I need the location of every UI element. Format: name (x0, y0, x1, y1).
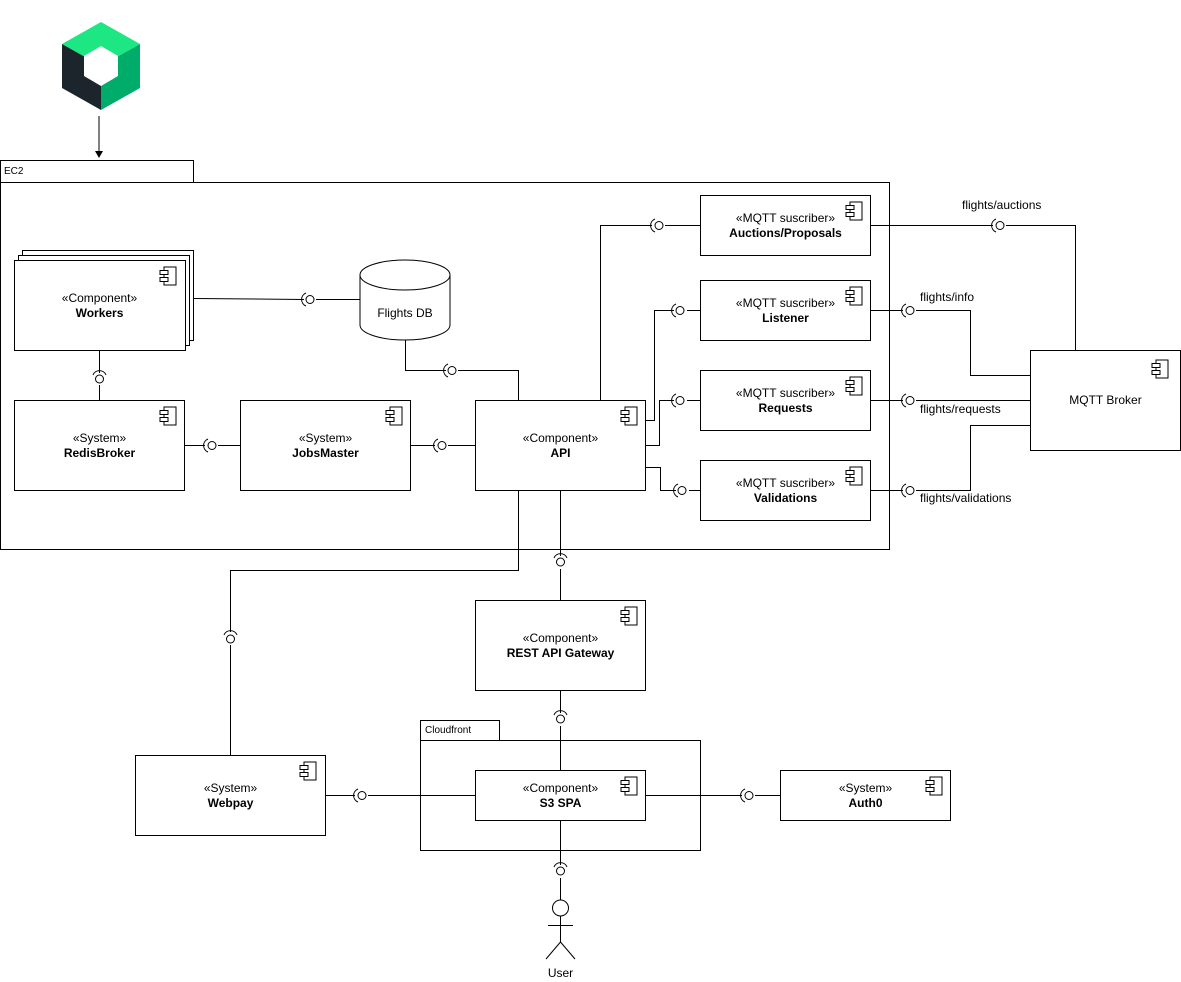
gateway-name: REST API Gateway (507, 646, 615, 660)
listener-component[interactable]: «MQTT suscriber» Listener (700, 280, 871, 341)
logo-to-ec2-arrow (95, 116, 103, 158)
jobs-master-name: JobsMaster (292, 446, 359, 460)
topic-validations-label: flights/validations (920, 491, 1011, 505)
jobs-master-stereotype: «System» (299, 431, 353, 445)
ec2-label: EC2 (4, 166, 24, 177)
socket-gateway-spa (553, 710, 568, 724)
flights-db-cylinder[interactable]: Flights DB (359, 259, 451, 341)
socket-requests-mqtt (901, 393, 915, 408)
topic-info-label: flights/info (920, 290, 974, 304)
socket-db-api (443, 363, 457, 378)
s3-spa-name: S3 SPA (540, 796, 582, 810)
socket-spa-auth0 (740, 788, 754, 803)
auth0-name: Auth0 (849, 796, 883, 810)
workers-name: Workers (76, 306, 124, 320)
topic-auctions-label: flights/auctions (962, 198, 1041, 212)
webpay-name: Webpay (208, 796, 254, 810)
auth0-component[interactable]: «System» Auth0 (780, 770, 951, 821)
mqtt-broker-name: MQTT Broker (1069, 393, 1141, 407)
validations-component[interactable]: «MQTT suscriber» Validations (700, 460, 871, 521)
validations-stereotype: «MQTT suscriber» (736, 476, 835, 490)
validations-name: Validations (754, 491, 818, 505)
s3-spa-stereotype: «Component» (523, 781, 599, 795)
requests-name: Requests (758, 401, 812, 415)
redis-broker-name: RedisBroker (64, 446, 136, 460)
api-component[interactable]: «Component» API (475, 400, 646, 491)
interface-sockets (92, 218, 1005, 876)
socket-api-gateway (553, 553, 568, 567)
listener-stereotype: «MQTT suscriber» (736, 296, 835, 310)
user-label: User (548, 966, 573, 980)
topic-requests-label: flights/requests (920, 402, 1001, 416)
socket-jobs-api (433, 438, 447, 453)
socket-api-validations (673, 483, 687, 498)
socket-api-listener (671, 303, 685, 318)
redis-broker-component[interactable]: «System» RedisBroker (14, 400, 185, 491)
gateway-stereotype: «Component» (523, 631, 599, 645)
socket-webpay-spa (353, 788, 367, 803)
connectors (99, 225, 1076, 900)
socket-redis-jobs (203, 438, 217, 453)
workers-component[interactable]: «Component» Workers (14, 250, 194, 351)
socket-listener-mqtt (901, 303, 915, 318)
socket-workers-redis (92, 370, 107, 384)
api-stereotype: «Component» (523, 431, 599, 445)
flights-db-label: Flights DB (377, 306, 432, 320)
socket-spa-user (553, 862, 568, 876)
auth0-stereotype: «System» (839, 781, 893, 795)
rest-api-gateway-component[interactable]: «Component» REST API Gateway (475, 600, 646, 691)
actor-head-icon (552, 899, 569, 917)
requests-stereotype: «MQTT suscriber» (736, 386, 835, 400)
socket-workers-db (301, 292, 315, 307)
socket-validations-mqtt (901, 483, 915, 498)
api-name: API (550, 446, 570, 460)
socket-api-auctions (650, 218, 664, 233)
webpay-stereotype: «System» (204, 781, 258, 795)
new-relic-logo-icon (62, 22, 140, 110)
s3-spa-component[interactable]: «Component» S3 SPA (475, 770, 646, 821)
jobs-master-component[interactable]: «System» JobsMaster (240, 400, 411, 491)
auctions-stereotype: «MQTT suscriber» (736, 211, 835, 225)
requests-component[interactable]: «MQTT suscriber» Requests (700, 370, 871, 431)
user-actor[interactable]: User (545, 899, 576, 980)
webpay-component[interactable]: «System» Webpay (135, 755, 326, 836)
auctions-name: Auctions/Proposals (729, 226, 842, 240)
workers-stereotype: «Component» (62, 291, 138, 305)
cloudfront-package[interactable]: Cloudfront (420, 720, 701, 851)
socket-api-webpay (223, 630, 238, 644)
mqtt-broker-component[interactable]: MQTT Broker (1030, 350, 1181, 451)
auctions-proposals-component[interactable]: «MQTT suscriber» Auctions/Proposals (700, 195, 871, 256)
cloudfront-label: Cloudfront (425, 725, 471, 736)
socket-api-requests (671, 393, 685, 408)
redis-broker-stereotype: «System» (73, 431, 127, 445)
listener-name: Listener (762, 311, 809, 325)
socket-auctions-mqtt (991, 218, 1005, 233)
